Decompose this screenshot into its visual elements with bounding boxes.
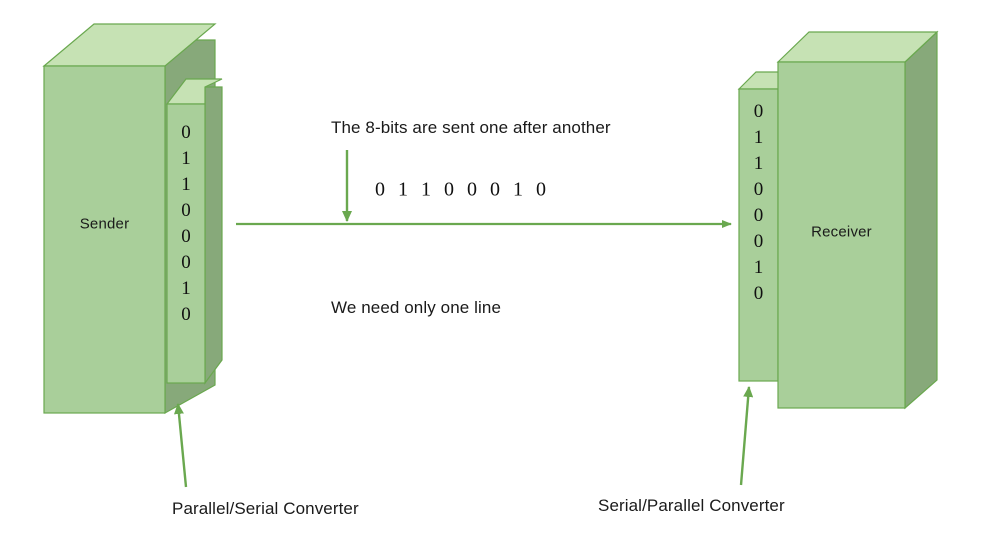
- sender-box-front-face: [43, 65, 166, 414]
- receiver-box-front-face: [777, 61, 906, 409]
- serial-parallel-converter-arrow: [739, 386, 754, 486]
- serial-bit-stream: 0 1 1 0 0 0 1 0: [375, 178, 547, 201]
- receiver-box-side-face: [904, 30, 938, 410]
- sender-bit-column-box[interactable]: [165, 78, 223, 385]
- receiver-bitcol-front-face: [738, 88, 779, 382]
- sender-bitcol-front-face: [166, 103, 206, 384]
- receiver-box[interactable]: [776, 30, 939, 410]
- sender-bitcol-side-face: [204, 86, 223, 385]
- parallel-serial-converter-arrow: [173, 403, 188, 488]
